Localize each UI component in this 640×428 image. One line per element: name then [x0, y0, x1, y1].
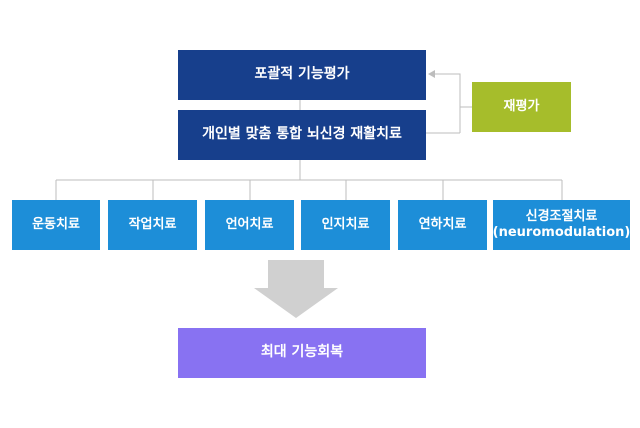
feedback-arrowhead [428, 70, 435, 78]
therapy-sublabel: (neuromodulation) [492, 225, 631, 240]
down-arrow-icon [254, 260, 338, 318]
therapy-box-motor: 운동치료 [12, 200, 100, 250]
therapy-box-cognitive: 인지치료 [301, 200, 390, 250]
therapy-label: 연하치료 [418, 216, 467, 232]
result-label: 최대 기능회복 [260, 344, 344, 361]
result-box: 최대 기능회복 [178, 328, 426, 378]
therapy-label: 운동치료 [32, 216, 80, 232]
rehab-label: 개인별 맞춤 통합 뇌신경 재활치료 [202, 126, 402, 143]
therapy-box-speech: 언어치료 [205, 200, 294, 250]
therapy-box-occupational: 작업치료 [108, 200, 197, 250]
therapy-label: 인지치료 [321, 216, 370, 232]
therapy-label: 언어치료 [225, 216, 274, 232]
assessment-label: 포괄적 기능평가 [254, 66, 350, 83]
assessment-box: 포괄적 기능평가 [178, 50, 426, 100]
reassessment-box: 재평가 [472, 82, 571, 132]
therapy-label: 작업치료 [128, 216, 177, 232]
therapy-label: 신경조절치료 [525, 208, 598, 224]
therapy-box-neuromodulation: 신경조절치료 (neuromodulation) [493, 200, 630, 250]
reassessment-label: 재평가 [503, 98, 540, 114]
rehab-box: 개인별 맞춤 통합 뇌신경 재활치료 [178, 110, 426, 160]
therapy-box-swallowing: 연하치료 [398, 200, 487, 250]
